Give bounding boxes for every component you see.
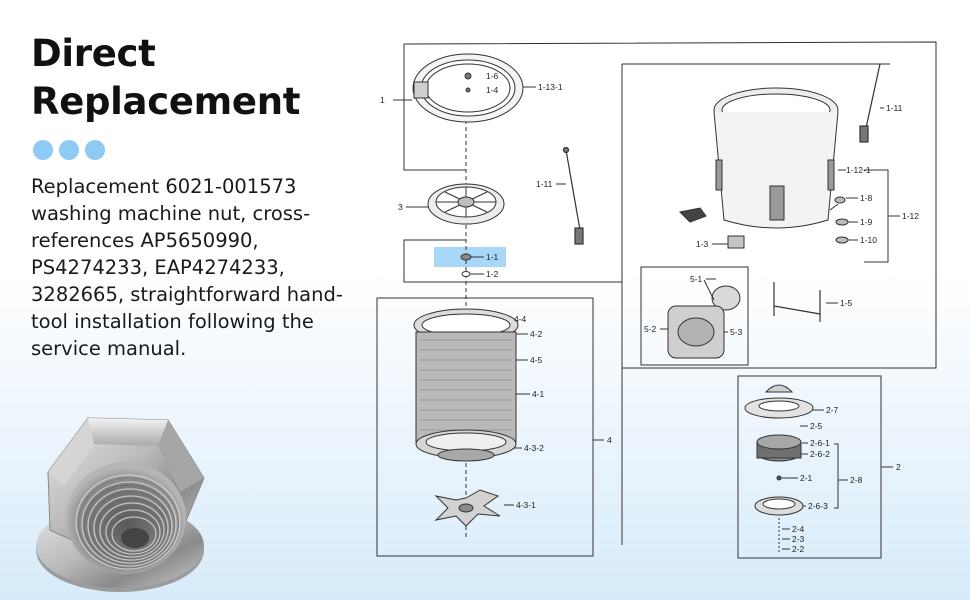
label-1: 1 (380, 95, 385, 105)
label-5-3: 5-3 (730, 327, 743, 337)
pulsator-part (427, 183, 505, 225)
dot-icon (59, 140, 79, 160)
hanger-rod-part (562, 146, 584, 245)
label-1-3: 1-3 (696, 239, 709, 249)
label-5-2: 5-2 (644, 324, 657, 334)
label-1-8: 1-8 (860, 193, 873, 203)
label-5-1: 5-1 (690, 274, 703, 284)
decorative-dots (33, 140, 105, 160)
hanger-rod-part-2 (859, 63, 881, 143)
label-2-1: 2-1 (800, 473, 813, 483)
label-4-3-2: 4-3-2 (524, 443, 544, 453)
label-2-4: 2-4 (792, 524, 805, 534)
label-4-5: 4-5 (530, 355, 543, 365)
lid-ring-part (412, 53, 524, 123)
label-2-6-3: 2-6-3 (808, 501, 828, 511)
label-3: 3 (398, 202, 403, 212)
label-2-5: 2-5 (810, 421, 823, 431)
sensor-part (678, 207, 745, 249)
nut-part-1-1 (460, 253, 472, 277)
dot-icon (85, 140, 105, 160)
drum-basket-part (413, 308, 519, 462)
label-2-3: 2-3 (792, 534, 805, 544)
product-description: Replacement 6021-001573 washing machine … (31, 175, 343, 360)
bracket-part (773, 282, 821, 322)
diagram-labels: 1 1-6 1-4 1-13-1 3 1-1 1-2 1-11 1-11 1-1… (380, 71, 919, 554)
label-2-6-1: 2-6-1 (810, 438, 830, 448)
part-highlight (434, 247, 506, 267)
label-2: 2 (896, 462, 901, 472)
label-4-1: 4-1 (532, 389, 545, 399)
label-1-1: 1-1 (486, 252, 499, 262)
label-1-12: 1-12 (902, 211, 919, 221)
label-1-10: 1-10 (860, 235, 877, 245)
dot-icon (33, 140, 53, 160)
label-4-2: 4-2 (530, 329, 543, 339)
outer-tub-part (713, 87, 839, 229)
label-2-7: 2-7 (826, 405, 839, 415)
label-1-12-1: 1-12-1 (846, 165, 871, 175)
clutch-assembly-part (744, 384, 814, 516)
small-hardware-parts (829, 196, 849, 244)
label-4-4: 4-4 (514, 314, 527, 324)
label-1-9: 1-9 (860, 217, 873, 227)
label-1-13-1: 1-13-1 (538, 82, 563, 92)
label-2-6-2: 2-6-2 (810, 449, 830, 459)
label-1-11-left: 1-11 (536, 179, 553, 189)
label-1-2: 1-2 (486, 269, 499, 279)
label-4: 4 (607, 435, 612, 445)
label-2-2: 2-2 (792, 544, 805, 554)
drain-pump-part (667, 279, 741, 359)
left-panel: Direct Replacement Replacement 6021-0015… (0, 0, 370, 600)
page-title: Direct Replacement (31, 30, 300, 126)
assembly-lines (376, 41, 937, 559)
label-1-6: 1-6 (486, 71, 499, 81)
label-2-8: 2-8 (850, 475, 863, 485)
label-1-11-right: 1-11 (886, 103, 903, 113)
title-line-2: Replacement (31, 80, 301, 123)
label-1-5: 1-5 (840, 298, 853, 308)
hex-nut-image (36, 417, 205, 592)
label-4-3-1: 4-3-1 (516, 500, 536, 510)
flange-part (434, 489, 501, 527)
title-line-1: Direct (31, 32, 156, 75)
label-1-4: 1-4 (486, 85, 499, 95)
